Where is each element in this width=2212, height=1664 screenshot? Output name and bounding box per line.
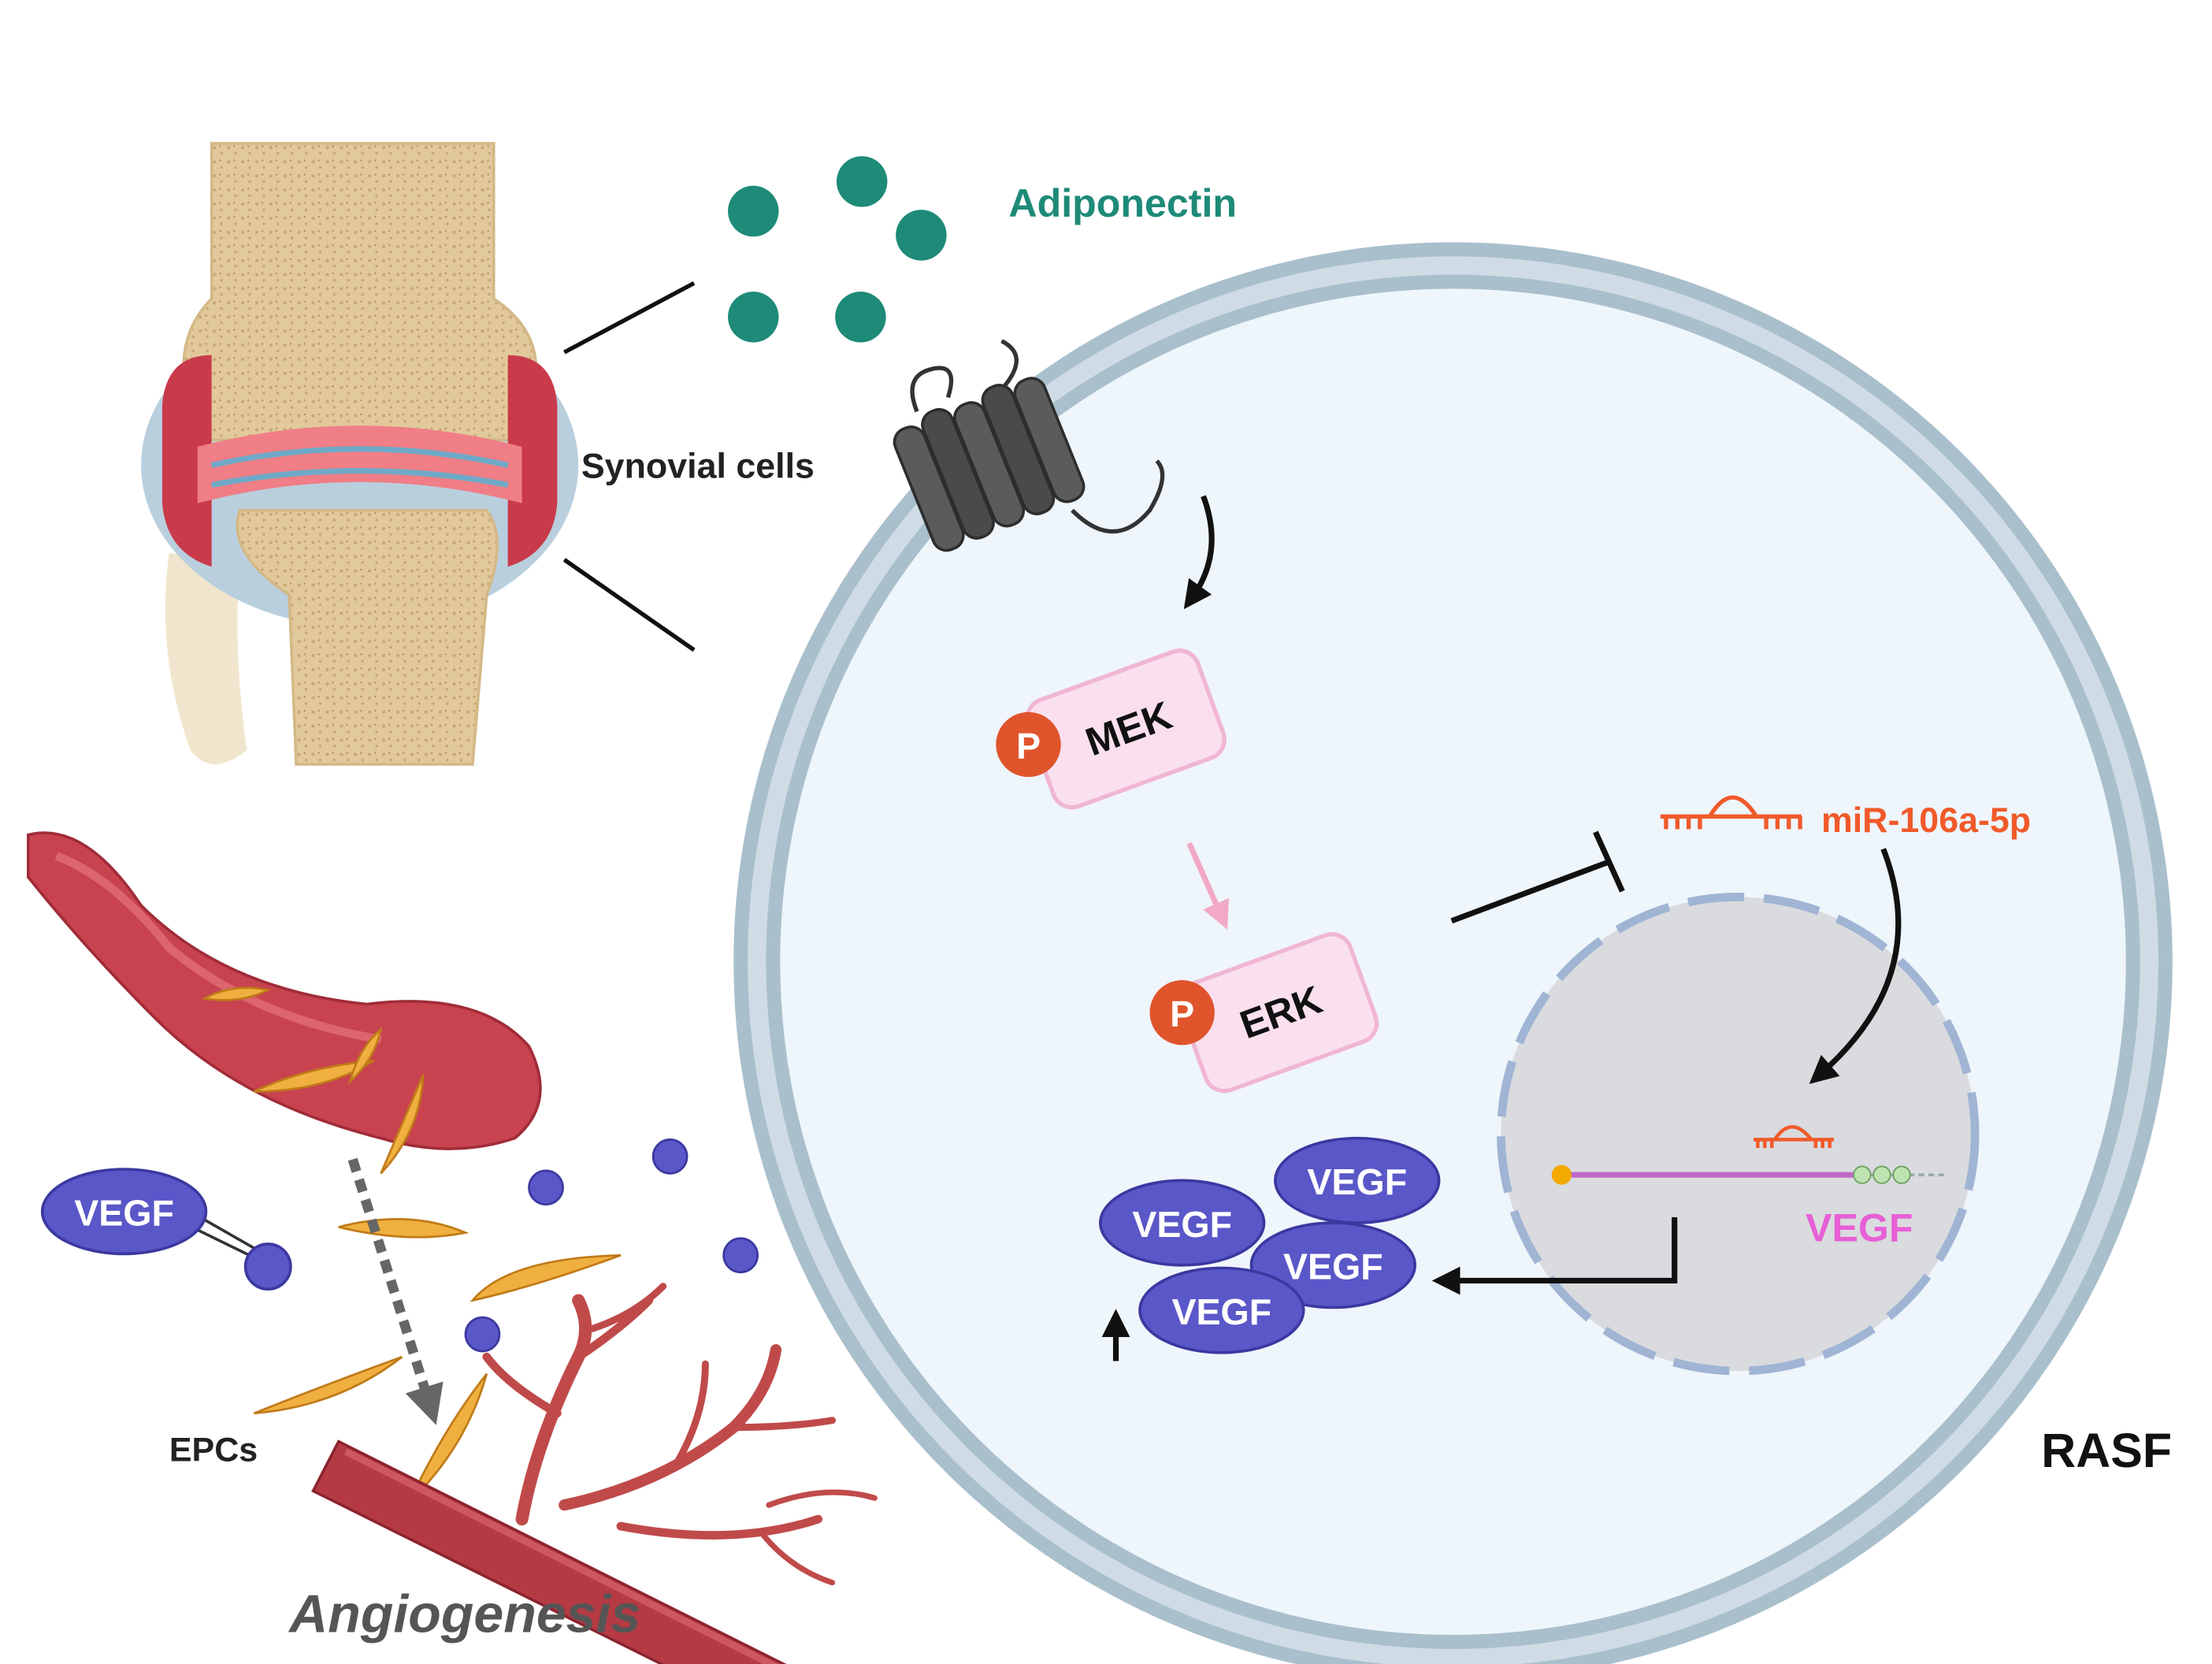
nucleus-body <box>1497 893 1980 1376</box>
adiponectin-molecule <box>896 210 947 261</box>
receptor-to-mek-arrow <box>1183 495 1215 610</box>
adiponectin-label: Adiponectin <box>1008 181 1237 225</box>
vegf-label: VEGF <box>1307 1161 1407 1202</box>
epc-cell <box>201 986 272 1001</box>
vegf-molecule <box>651 1138 688 1175</box>
epc-cell <box>469 1254 622 1302</box>
epc-cell <box>347 1027 383 1085</box>
vegf-label: VEGF <box>1132 1204 1232 1245</box>
mirna-icon <box>1660 795 1802 830</box>
adiponectin-molecule <box>728 185 779 237</box>
mek-to-erk-arrow <box>1186 841 1229 930</box>
vegf-molecule <box>528 1169 564 1206</box>
adiponectin-receptor-icon <box>893 339 1165 552</box>
mirna-to-nucleus-arrow <box>1809 848 1902 1084</box>
erk-phospho-group: P <box>1149 980 1215 1046</box>
vegf-legend: VEGF <box>40 1168 292 1291</box>
erk-box <box>1177 932 1379 1094</box>
adiponectin-molecule <box>728 292 779 343</box>
mek-phospho-group: P <box>996 711 1061 778</box>
gene-start-marker <box>1551 1164 1572 1185</box>
rasf-label: RASF <box>2041 1424 2172 1477</box>
nucleus-to-vegf-arrow <box>1431 1216 1678 1295</box>
epc-cell <box>380 1074 425 1175</box>
epc-migration-arrow <box>347 1157 444 1425</box>
vegf-protein: VEGF <box>1099 1179 1266 1267</box>
nucleus: VEGF <box>1497 893 1980 1376</box>
vegf-protein: VEGF <box>1138 1266 1305 1354</box>
adiponectin-molecules <box>728 156 947 343</box>
main-vessel-icon <box>311 1439 787 1664</box>
erk-kinase: ERK <box>1177 932 1379 1094</box>
blood-vessel-icon <box>27 831 542 1150</box>
free-vegf-molecules <box>464 1138 759 1353</box>
erk-inhibits-mirna <box>1450 830 1625 924</box>
mek-kinase: MEK <box>1025 648 1227 810</box>
poly-a-marker <box>1892 1165 1911 1184</box>
erk-phospho-label: P <box>1170 994 1194 1034</box>
epcs-label: EPCs <box>169 1432 258 1469</box>
zoom-line-top <box>563 281 696 355</box>
vegf-protein: VEGF <box>1274 1136 1441 1224</box>
legend-vegf-molecule <box>243 1242 292 1291</box>
epc-cell <box>253 1355 403 1415</box>
vegf-label: VEGF <box>1171 1291 1271 1332</box>
epc-cell <box>408 1372 488 1503</box>
erk-phospho-icon <box>1149 980 1215 1046</box>
vegf-protein: VEGF <box>1249 1221 1416 1309</box>
legend-vegf-label: VEGF <box>74 1193 174 1234</box>
mirna-label: miR-106a-5p <box>1821 800 2031 840</box>
vegf-molecule <box>722 1237 759 1274</box>
zoom-line-bottom <box>562 558 696 652</box>
nucleus-vegf-label: VEGF <box>1806 1205 1913 1250</box>
synovial-cells-label: Synovial cells <box>581 447 815 486</box>
mek-phospho-icon <box>996 711 1061 778</box>
angiogenesis-label: Angiogenesis <box>288 1584 640 1644</box>
knee-joint-icon <box>141 142 579 766</box>
legend-vegf-protein <box>40 1168 208 1256</box>
vegf-label: VEGF <box>1283 1246 1383 1287</box>
poly-a-marker <box>1872 1165 1891 1184</box>
vegf-molecule <box>464 1316 501 1353</box>
mek-phospho-label: P <box>1016 726 1041 767</box>
bound-mirna-icon <box>1753 1125 1835 1149</box>
poly-a-marker <box>1853 1165 1872 1184</box>
vegf-cluster: VEGF VEGF VEGF VEGF <box>1099 1136 1441 1354</box>
epc-cell <box>253 1059 375 1093</box>
capillary-branches-icon <box>482 1283 878 1586</box>
epc-cell <box>338 1218 469 1239</box>
adiponectin-molecule <box>836 156 888 207</box>
adiponectin-molecule <box>835 292 886 343</box>
